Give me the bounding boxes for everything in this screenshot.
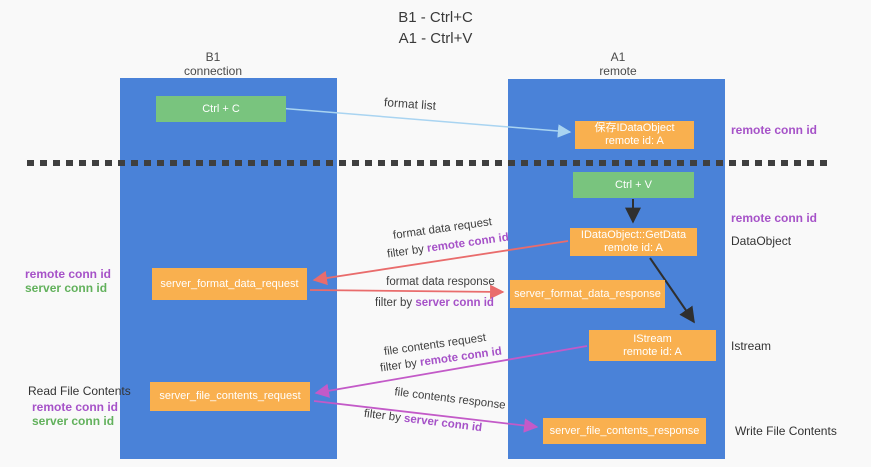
getdata-to-istream-arrow: [649, 257, 695, 324]
right-column-subtitle: remote: [599, 64, 637, 78]
server-format-data-request-label: server_format_data_request: [160, 277, 299, 290]
ctrl-v-label: Ctrl + V: [615, 178, 652, 191]
title-line-2: A1 - Ctrl+V: [398, 30, 473, 47]
remote-conn-id-annotation-top-left: remote conn id: [25, 267, 112, 281]
right-column-name: A1: [610, 50, 626, 64]
istream-line2: remote id: A: [623, 345, 682, 358]
format-data-response-filter-label: filter by server conn id: [372, 296, 497, 310]
istream-line1: IStream: [633, 332, 672, 345]
remote-conn-id-annotation-bottom-left: remote conn id: [32, 400, 119, 414]
file-contents-request-arrow: [314, 345, 588, 398]
clipboard-boundary-dashed-line: [27, 160, 833, 166]
format-data-response-arrow: [309, 284, 505, 300]
format-list-arrow: [277, 107, 572, 138]
right-column-header: A1 remote: [558, 50, 678, 78]
server-format-data-response-box: server_format_data_response: [510, 280, 665, 308]
left-column-name: B1: [205, 50, 221, 64]
server-file-contents-request-box: server_file_contents_request: [150, 382, 310, 411]
server-format-data-response-label: server_format_data_response: [514, 287, 661, 300]
file-contents-response-arrow: [313, 400, 539, 433]
save-idataobject-box: 保存IDataObject remote id: A: [575, 121, 694, 149]
format-data-request-arrow: [312, 240, 569, 286]
server-file-contents-response-label: server_file_contents_response: [549, 424, 700, 437]
dataobject-annotation: DataObject: [731, 234, 792, 248]
server-file-contents-response-box: server_file_contents_response: [543, 418, 706, 444]
getdata-line1: IDataObject::GetData: [580, 229, 687, 241]
idataobject-getdata-box: IDataObject::GetData remote id: A: [570, 228, 697, 256]
ctrl-v-box: Ctrl + V: [573, 172, 694, 198]
left-column-header: B1 connection: [153, 50, 273, 78]
server-conn-id-key: server conn id: [415, 297, 494, 309]
remote-conn-id-annotation-mid-right: remote conn id: [731, 211, 818, 225]
ctrl-c-box: Ctrl + C: [156, 96, 286, 122]
title-line-1: B1 - Ctrl+C: [398, 9, 473, 26]
istream-annotation: Istream: [731, 339, 772, 353]
server-conn-id-annotation-top-left: server conn id: [25, 281, 108, 295]
diagram-title: B1 - Ctrl+C A1 - Ctrl+V: [0, 7, 871, 49]
server-conn-id-annotation-bottom-left: server conn id: [32, 414, 115, 428]
write-file-contents-annotation: Write File Contents: [735, 424, 837, 438]
server-format-data-request-box: server_format_data_request: [152, 268, 307, 300]
remote-conn-id-annotation-top-right: remote conn id: [731, 123, 818, 137]
read-file-contents-annotation: Read File Contents: [28, 384, 131, 398]
istream-box: IStream remote id: A: [589, 330, 716, 361]
server-file-contents-request-label: server_file_contents_request: [159, 390, 301, 402]
left-column-subtitle: connection: [183, 64, 243, 78]
save-idataobject-line1: 保存IDataObject: [594, 122, 675, 134]
save-idataobject-line2: remote id: A: [605, 135, 664, 147]
filter-by-prefix: filter by: [375, 297, 416, 309]
format-data-response-label: format data response: [386, 276, 495, 288]
ctrl-c-label: Ctrl + C: [202, 102, 240, 115]
getdata-line2: remote id: A: [604, 242, 663, 254]
